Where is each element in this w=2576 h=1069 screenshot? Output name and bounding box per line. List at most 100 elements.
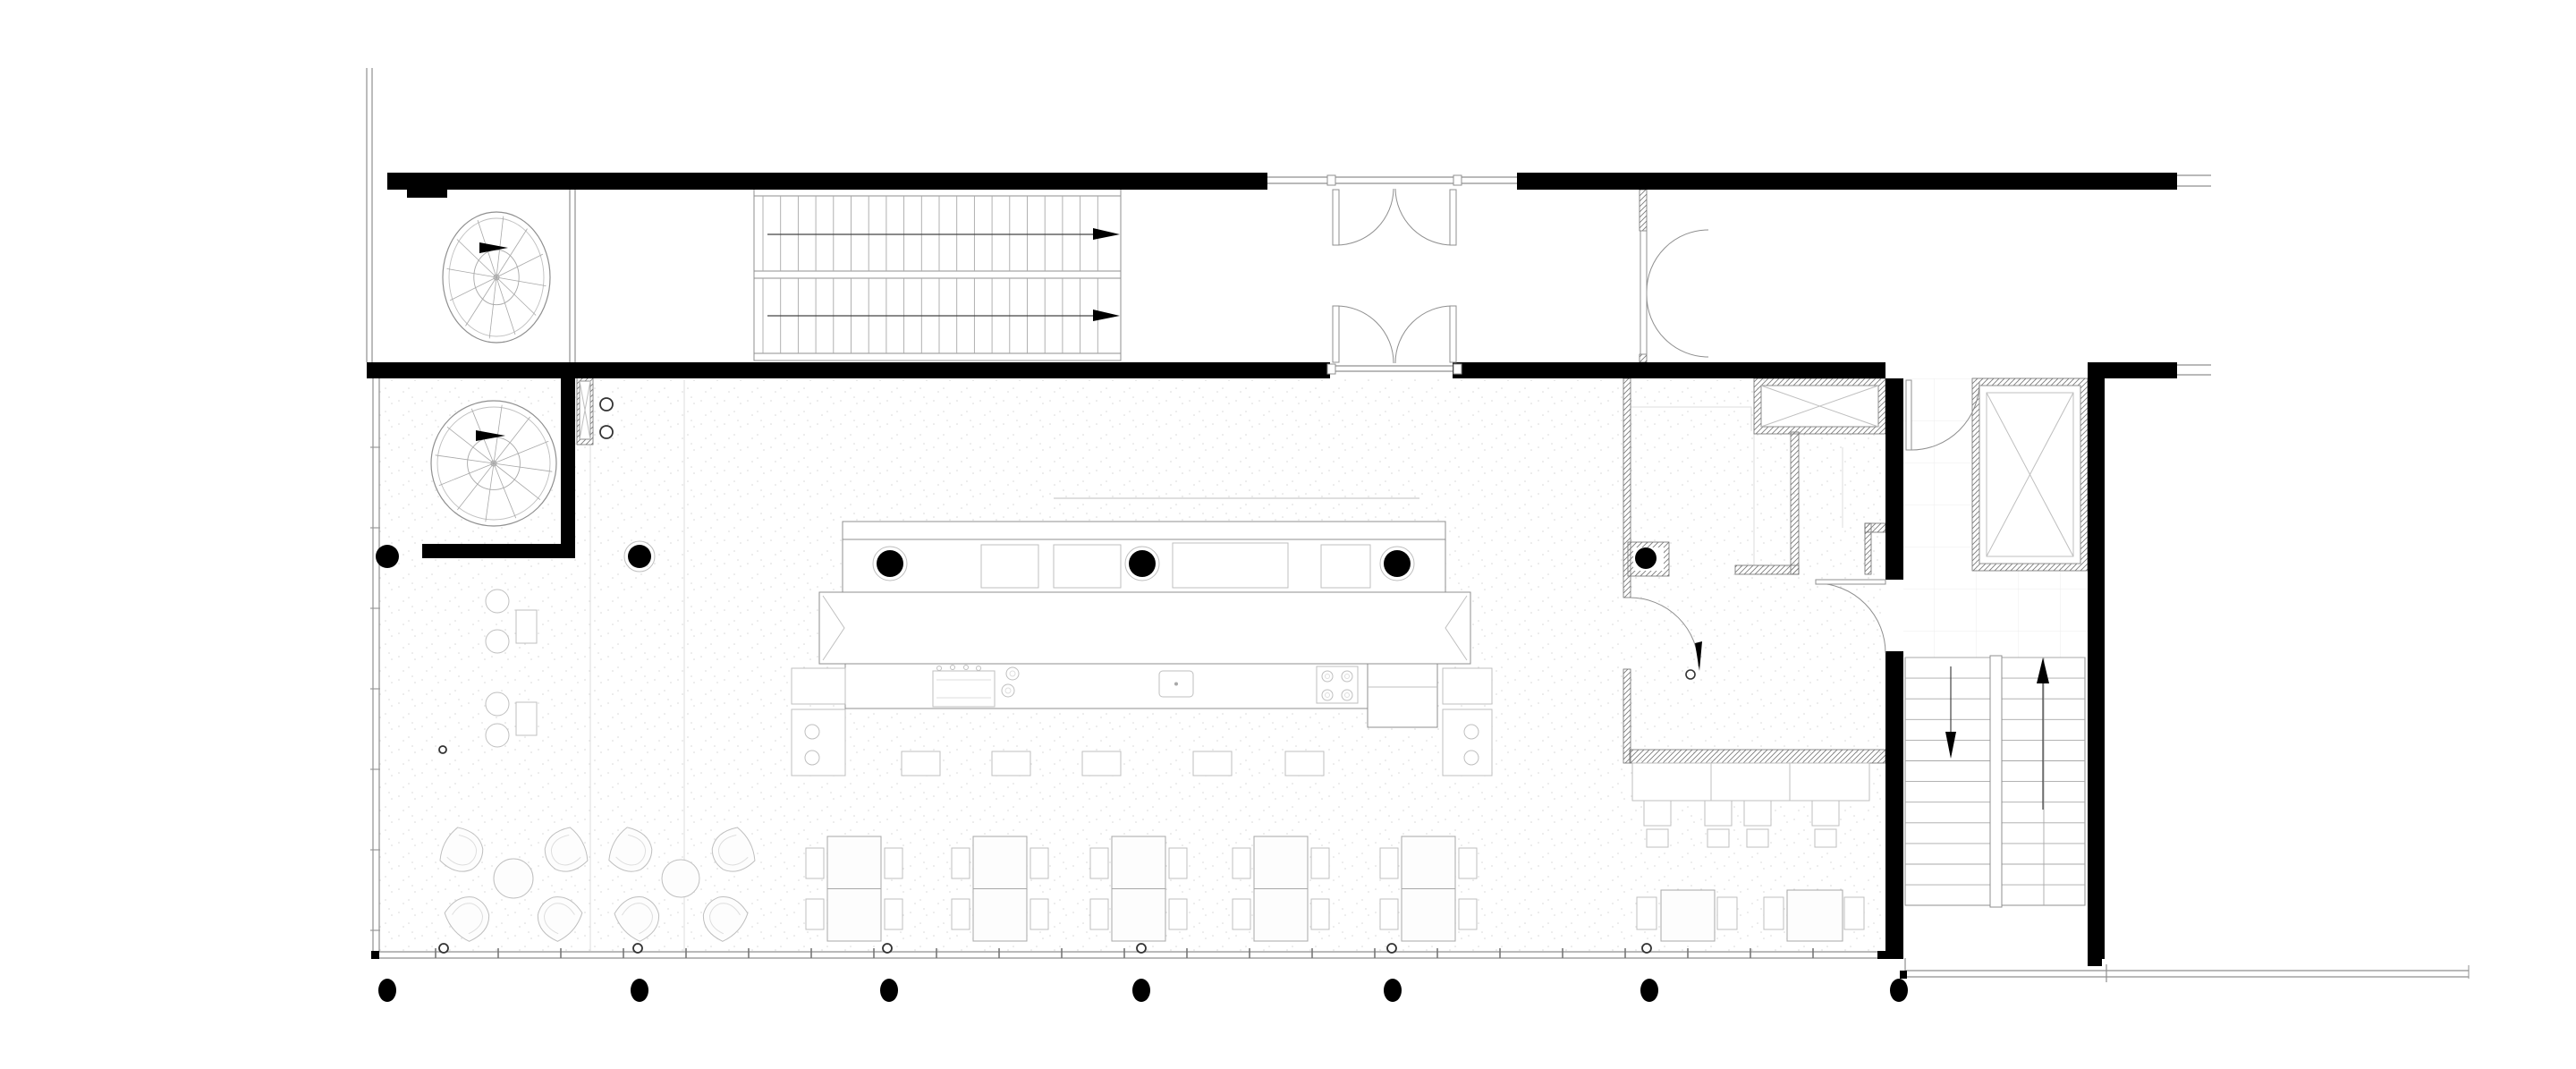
chair (1636, 896, 1657, 930)
floor-outlet (438, 745, 447, 754)
south-wall-continuation (2177, 364, 2211, 376)
interior-column (376, 545, 399, 568)
spiral-enclosure-wall-south (422, 544, 575, 558)
bar-stool (1081, 751, 1122, 776)
vestibule-south-double-door (1332, 305, 1457, 364)
vestibule-south-sill (1330, 365, 1453, 372)
bar-return-counter (1367, 663, 1438, 728)
dining-tables-row (805, 836, 1478, 942)
bar-column (877, 550, 903, 577)
building-east-wall-foot (2088, 959, 2102, 966)
chair (1168, 898, 1188, 930)
stool (1707, 828, 1730, 848)
construction-lines (589, 379, 2470, 982)
service-counter (844, 663, 1368, 709)
bar-stool (901, 751, 941, 776)
east-stair (1904, 655, 2086, 908)
round-table (661, 859, 700, 898)
stool (1814, 828, 1837, 848)
chair (1232, 847, 1251, 879)
floor-outlet (1386, 943, 1397, 954)
building-east-wall (2088, 378, 2105, 959)
facade-corner-sw (371, 951, 379, 959)
exterior-column (1890, 979, 1908, 1002)
floor-outlet (632, 943, 643, 954)
east-banquette (1631, 762, 1870, 848)
swing-arrow (1695, 641, 1702, 671)
chair (1458, 847, 1478, 879)
stairs (430, 188, 2086, 908)
chair (1811, 800, 1840, 827)
lounge-armchair (608, 827, 653, 872)
central-bar-island (791, 521, 1493, 776)
chair (1030, 847, 1049, 879)
round-table (493, 858, 534, 899)
stool (1646, 828, 1669, 848)
south-glass-facade (373, 951, 1885, 959)
service-east-door (1815, 579, 1886, 654)
bar-stool (1284, 751, 1325, 776)
spiral-hall-partition (569, 190, 576, 362)
west-wall-bench (485, 589, 538, 748)
west-duct-shaft (576, 375, 594, 445)
bar-top (818, 591, 1471, 665)
vestibule-north-double-door (1332, 188, 1457, 246)
chair (1310, 898, 1330, 930)
corridor-straight-stair (753, 188, 1122, 361)
service-duct-shaft (1753, 378, 1886, 435)
chair (951, 898, 970, 930)
two-top-table (1636, 889, 1738, 942)
chair (805, 847, 825, 879)
west-glass-facade (372, 378, 380, 952)
direction-arrow (476, 430, 505, 441)
spiral-enclosure-wall-east (561, 378, 575, 558)
service-mid-partition (1790, 431, 1800, 575)
exterior-column (1384, 979, 1402, 1002)
chair (1458, 898, 1478, 930)
facade-mullion-ticks (370, 446, 1814, 958)
dining-furniture (439, 589, 1870, 942)
corridor-south-wall-east (2088, 362, 2177, 378)
chair (1643, 800, 1672, 827)
end-shelf (1442, 708, 1493, 776)
interior-column (1635, 547, 1657, 569)
floor-outlet (438, 943, 449, 954)
chair (1310, 847, 1330, 879)
service-mid-partition-stub (1734, 564, 1800, 575)
exterior-column (880, 979, 898, 1002)
service-west-door (1629, 597, 1702, 680)
north-wall-continuation (2177, 174, 2211, 187)
floor-outlets (438, 397, 1652, 954)
exterior-column (378, 979, 396, 1002)
sidewalk-line-joint (1900, 971, 1907, 979)
round-stool (485, 691, 510, 717)
lounge-armchair (614, 896, 660, 942)
chair (884, 847, 903, 879)
spiral-stair-lower (430, 400, 557, 527)
chair (1089, 847, 1109, 879)
door-frame-posts (1326, 174, 1462, 375)
floor-outlet (1136, 943, 1147, 954)
corridor-north-wall-west (387, 173, 1267, 190)
round-stool (485, 589, 510, 614)
interior-column (628, 545, 651, 568)
chair (951, 847, 970, 879)
bar-column (1384, 550, 1411, 577)
bar-column (1129, 550, 1156, 577)
lounge-armchair (544, 827, 589, 872)
chair (1168, 847, 1188, 879)
lounge-armchair (711, 827, 756, 872)
chair (1089, 898, 1109, 930)
exterior-column (1640, 979, 1658, 1002)
walls (367, 173, 2177, 979)
bar-stool (991, 751, 1031, 776)
chair (1704, 800, 1733, 827)
structural-columns (376, 540, 1908, 1002)
dining-east-wall-lower (1885, 651, 1903, 959)
corridor-north-wall-notch (407, 190, 447, 198)
counter-equipment (1172, 542, 1289, 589)
floor-outlet (599, 425, 614, 439)
service-south-wall (1629, 749, 1886, 764)
end-shelf (791, 708, 846, 776)
